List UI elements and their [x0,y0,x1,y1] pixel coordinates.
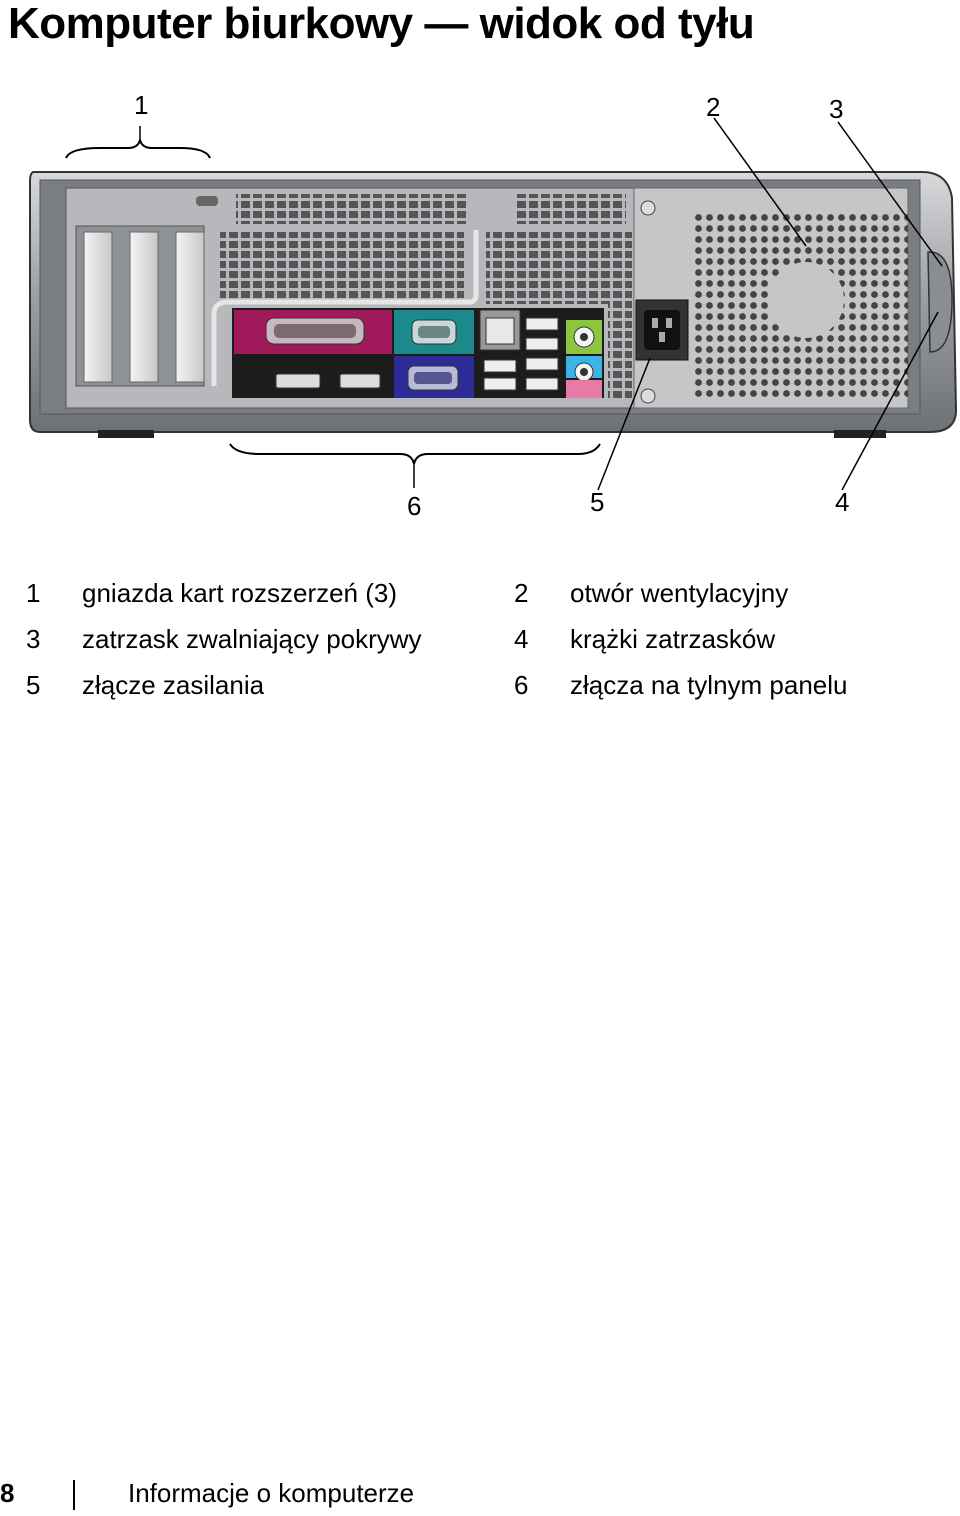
callout-6: 6 [407,491,421,521]
callout-3: 3 [829,94,843,124]
legend-text: gniazda kart rozszerzeń (3) [82,578,398,608]
cover-release-latch [927,251,953,353]
legend-item-5: 5 złącze zasilania [26,662,264,708]
callout-6-brace [229,443,601,465]
legend-item-4: 4 krążki zatrzasków [514,616,775,662]
case-foot-left [98,430,154,438]
legend-number: 3 [26,624,41,654]
page-number: 8 [0,1478,15,1508]
expansion-card-slots [75,225,205,387]
ventilation-holes [694,212,908,400]
callout-5: 5 [590,487,604,517]
legend-number: 4 [514,624,529,654]
legend-number: 1 [26,578,41,608]
legend-item-3: 3 zatrzask zwalniający pokrywy [26,616,422,662]
computer-rear-view-figure: 1 2 3 4 5 6 [0,80,960,530]
legend-number: 2 [514,578,529,608]
legend-text: złącza na tylnym panelu [570,670,848,700]
legend-item-1: 1 gniazda kart rozszerzeń (3) [26,570,397,616]
usb-ports [483,317,559,391]
page-title: Komputer biurkowy — widok od tyłu [8,0,755,48]
legend-text: złącze zasilania [82,670,265,700]
callout-1-brace [65,139,211,159]
legend-number: 6 [514,670,529,700]
screw-bottom [640,388,656,404]
section-title: Informacje o komputerze [128,1478,415,1508]
legend-text: zatrzask zwalniający pokrywy [82,624,422,654]
legend-text: krążki zatrzasków [570,624,776,654]
callout-2: 2 [706,92,720,122]
screw-top [640,200,656,216]
legend-item-2: 2 otwór wentylacyjny [514,570,788,616]
footer-separator [73,1480,75,1510]
case-foot-right [834,430,886,438]
callout-4: 4 [835,487,849,517]
legend-text: otwór wentylacyjny [570,578,789,608]
page-footer: 8 Informacje o komputerze [0,1478,960,1512]
rear-panel-connectors [232,308,604,398]
callout-1: 1 [134,90,148,120]
legend-item-6: 6 złącza na tylnym panelu [514,662,847,708]
legend-number: 5 [26,670,41,700]
